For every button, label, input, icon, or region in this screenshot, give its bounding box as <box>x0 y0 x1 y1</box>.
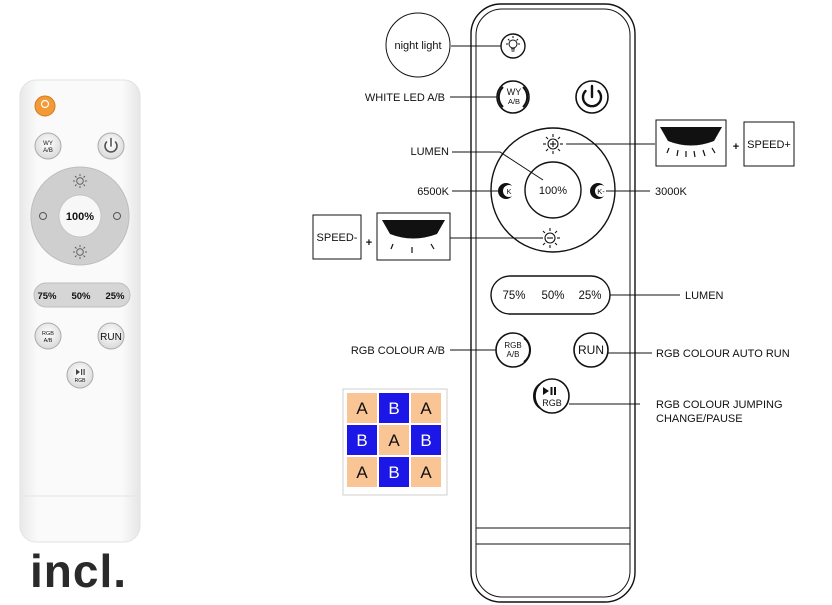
ab-grid-cell-label: B <box>388 399 399 418</box>
white-led-label: WHITE LED A/B <box>365 92 445 104</box>
lumen-presets-label: LUMEN <box>685 290 724 302</box>
run-label: RUN <box>578 343 604 357</box>
callout-lines <box>450 45 680 405</box>
k3000-label: 3000K <box>655 186 687 198</box>
brightness-down-icon[interactable] <box>540 228 560 248</box>
preset-50-label[interactable]: 50% <box>541 290 564 302</box>
photo-wy-top: WY <box>43 141 53 147</box>
white-led-bottom-label: A/B <box>508 97 520 106</box>
plus-sign-right: + <box>733 141 739 153</box>
white-led-top-label: WY <box>507 87 522 97</box>
remote-outline-inner <box>475 8 631 598</box>
photo-brightness-up-icon <box>73 174 87 188</box>
photo-run-label: RUN <box>100 332 122 343</box>
ab-grid-cell-label: B <box>388 463 399 482</box>
play-pause-label: RGB <box>542 398 562 408</box>
photo-dpad-center <box>58 194 102 238</box>
rgb-colour-ab-label: RGB COLOUR A/B <box>351 345 445 357</box>
photo-brightness-down-icon <box>73 245 87 259</box>
photo-play-pause-icon <box>76 369 85 375</box>
lumen-top-label: LUMEN <box>410 146 449 158</box>
photo-presets-bar <box>33 282 131 308</box>
ab-grid-cell-label: B <box>420 431 431 450</box>
rgb-auto-run-label: RGB COLOUR AUTO RUN <box>656 348 790 360</box>
white-led-arc-icon-right <box>522 86 529 108</box>
ceiling-lamp-bright-icon <box>655 119 727 167</box>
lumen-center-button[interactable] <box>524 161 582 219</box>
photo-bulb-icon <box>40 99 50 109</box>
ab-grid-cell <box>379 393 409 423</box>
speed-minus-box <box>312 214 362 260</box>
ab-grid-cell <box>379 425 409 455</box>
photo-preset-25: 25% <box>105 291 125 302</box>
k6500-label: 6500K <box>417 186 449 198</box>
photo-k-left-icon <box>39 212 47 220</box>
rgb-arc-icon-right <box>523 337 531 363</box>
color-temp-3000k-button[interactable]: K- <box>590 183 607 199</box>
photo-white-led-button <box>34 132 62 160</box>
lumen-center-label: 100% <box>539 185 567 197</box>
photo-run-button <box>97 322 125 350</box>
plus-sign-left: + <box>366 237 372 249</box>
remote-outline-outer <box>470 3 636 603</box>
ab-grid-cell-label: A <box>356 399 368 418</box>
night-light-label: night light <box>394 40 441 52</box>
k-right-label: K- <box>597 187 605 196</box>
ab-grid-cell-label: B <box>356 431 367 450</box>
preset-75-label[interactable]: 75% <box>502 290 525 302</box>
photo-night-light-button <box>34 95 56 117</box>
ab-grid-cell-label: A <box>356 463 368 482</box>
white-led-arc-icon <box>497 86 504 108</box>
photo-wy-bottom: A/B <box>43 148 53 154</box>
ab-grid-cell <box>379 457 409 487</box>
color-temp-6500k-button[interactable]: K <box>498 183 515 199</box>
speed-minus-label: SPEED- <box>317 232 358 244</box>
rgb-ab-bottom-label: A/B <box>507 350 520 359</box>
ab-grid-cell <box>347 393 377 423</box>
k-left-label: K <box>506 187 511 196</box>
speed-plus-box <box>743 121 795 167</box>
ab-grid-cell <box>347 425 377 455</box>
preset-25-label[interactable]: 25% <box>578 290 601 302</box>
ab-grid-cell <box>347 457 377 487</box>
rgb-ab-top-label: RGB <box>504 341 521 350</box>
play-pause-icon <box>543 387 556 395</box>
ab-grid-cell <box>411 425 441 455</box>
rgb-jump-label-line2: CHANGE/PAUSE <box>656 413 743 425</box>
rgb-play-pause-arc-icon <box>533 383 541 409</box>
photo-preset-75: 75% <box>37 291 57 302</box>
ceiling-lamp-dim-icon <box>376 212 451 261</box>
ab-grid-cell-label: A <box>388 431 400 450</box>
speed-plus-label: SPEED+ <box>747 139 791 151</box>
ab-grid-cell <box>411 457 441 487</box>
photo-play-pause-button <box>66 361 94 389</box>
remote-photo: WY A/B 100% 75% 50% <box>19 79 141 543</box>
photo-power-icon <box>104 137 118 153</box>
rgb-run-button[interactable] <box>573 332 609 368</box>
photo-rgb-bottom: A/B <box>44 338 53 344</box>
ab-grid-cell-label: A <box>420 399 432 418</box>
incl-caption: incl. <box>30 545 128 597</box>
photo-lumen-center: 100% <box>66 211 94 223</box>
remote-line-art <box>470 3 636 603</box>
ab-grid-cell-label: A <box>420 463 432 482</box>
photo-k-right-icon <box>113 212 121 220</box>
brightness-up-icon[interactable] <box>543 134 563 154</box>
photo-rgb-ab-button <box>34 322 62 350</box>
photo-rgb-top: RGB <box>42 331 54 337</box>
ab-grid-cell <box>411 393 441 423</box>
power-icon <box>581 84 603 108</box>
photo-preset-50: 50% <box>71 291 91 302</box>
night-light-bubble <box>385 12 451 78</box>
photo-pp-label: RGB <box>75 378 87 384</box>
rgb-jump-label-line1: RGB COLOUR JUMPING <box>656 399 783 411</box>
bulb-icon <box>506 36 520 52</box>
